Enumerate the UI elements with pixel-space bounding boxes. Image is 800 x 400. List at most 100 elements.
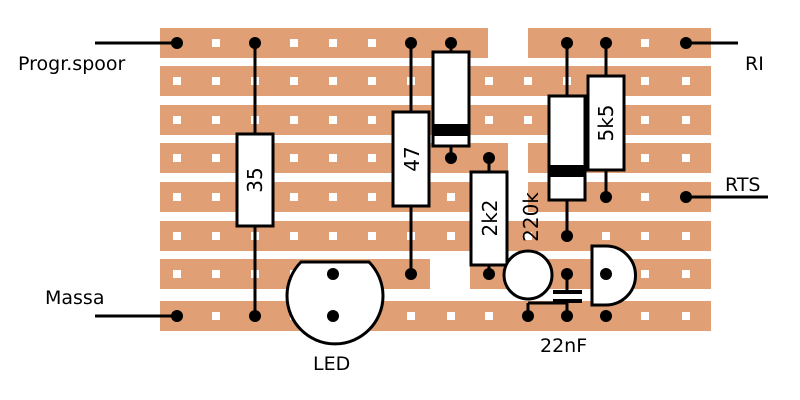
solder-point <box>171 310 183 322</box>
hole <box>682 116 690 124</box>
led <box>285 260 385 346</box>
hole <box>485 312 493 320</box>
hole <box>173 270 181 278</box>
hole <box>641 270 649 278</box>
label-capacitor: 22nF <box>540 335 587 357</box>
label-ri: RI <box>745 53 764 75</box>
solder-point <box>171 37 183 49</box>
hole <box>524 232 532 240</box>
hole <box>368 232 376 240</box>
solder-point <box>600 191 612 203</box>
hole <box>212 39 220 47</box>
hole <box>329 193 337 201</box>
hole <box>602 232 610 240</box>
hole <box>329 39 337 47</box>
hole <box>447 193 455 201</box>
hole <box>682 77 690 85</box>
hole <box>329 154 337 162</box>
track-cut <box>494 29 522 57</box>
solder-point <box>561 310 573 322</box>
solder-point <box>405 37 417 49</box>
hole <box>641 232 649 240</box>
label-led: LED <box>313 353 350 375</box>
solder-point <box>445 152 457 164</box>
hole <box>290 116 298 124</box>
resistor-47: 47 <box>391 110 431 208</box>
resistor-220k-label: 220k <box>519 192 543 242</box>
hole <box>212 270 220 278</box>
hole <box>682 270 690 278</box>
resistor-5k5: 5k5 <box>586 74 626 172</box>
hole <box>173 193 181 201</box>
hole <box>368 39 376 47</box>
solder-point <box>680 37 692 49</box>
solder-point <box>327 268 339 280</box>
hole <box>447 312 455 320</box>
hole <box>212 312 220 320</box>
hole <box>173 77 181 85</box>
solder-point <box>600 37 612 49</box>
hole <box>682 154 690 162</box>
hole <box>329 116 337 124</box>
resistor-47-label: 47 <box>400 146 424 171</box>
hole <box>329 77 337 85</box>
solder-point <box>561 37 573 49</box>
resistor-5k5-label: 5k5 <box>594 104 618 141</box>
hole <box>485 77 493 85</box>
hole <box>173 154 181 162</box>
hole <box>524 116 532 124</box>
solder-point <box>600 310 612 322</box>
resistor-35-label: 35 <box>243 167 267 192</box>
hole <box>368 154 376 162</box>
solder-points <box>171 37 692 322</box>
hole <box>212 232 220 240</box>
hole <box>682 312 690 320</box>
hole <box>290 39 298 47</box>
hole <box>173 232 181 240</box>
diode-2 <box>547 94 587 202</box>
hole <box>290 154 298 162</box>
solder-point <box>680 191 692 203</box>
hole <box>641 116 649 124</box>
hole <box>641 312 649 320</box>
solder-point <box>327 310 339 322</box>
hole <box>290 232 298 240</box>
solder-point <box>249 310 261 322</box>
hole <box>641 39 649 47</box>
solder-point <box>483 268 495 280</box>
label-rts: RTS <box>725 174 761 196</box>
solder-point <box>561 230 573 242</box>
resistor-2k2: 2k2 <box>469 170 509 267</box>
hole <box>641 77 649 85</box>
hole <box>212 154 220 162</box>
hole <box>173 116 181 124</box>
solder-point <box>249 37 261 49</box>
capacitor-22nf <box>553 290 582 303</box>
round-component <box>502 249 554 301</box>
copper-strip-row-8-seg-1 <box>160 301 711 331</box>
transistor <box>590 244 637 307</box>
hole <box>212 193 220 201</box>
hole <box>368 77 376 85</box>
solder-point <box>445 37 457 49</box>
resistor-35: 35 <box>235 132 275 228</box>
hole <box>485 116 493 124</box>
hole <box>212 77 220 85</box>
hole <box>212 116 220 124</box>
hole <box>329 232 337 240</box>
label-progr-spoor: Progr.spoor <box>18 53 126 75</box>
hole <box>524 77 532 85</box>
hole <box>447 232 455 240</box>
solder-point <box>522 310 534 322</box>
hole <box>682 232 690 240</box>
solder-point <box>483 152 495 164</box>
hole <box>407 312 415 320</box>
solder-point <box>405 268 417 280</box>
hole <box>368 116 376 124</box>
resistor-2k2-label: 2k2 <box>478 199 502 236</box>
hole <box>290 193 298 201</box>
hole <box>641 193 649 201</box>
hole <box>368 193 376 201</box>
hole <box>290 77 298 85</box>
